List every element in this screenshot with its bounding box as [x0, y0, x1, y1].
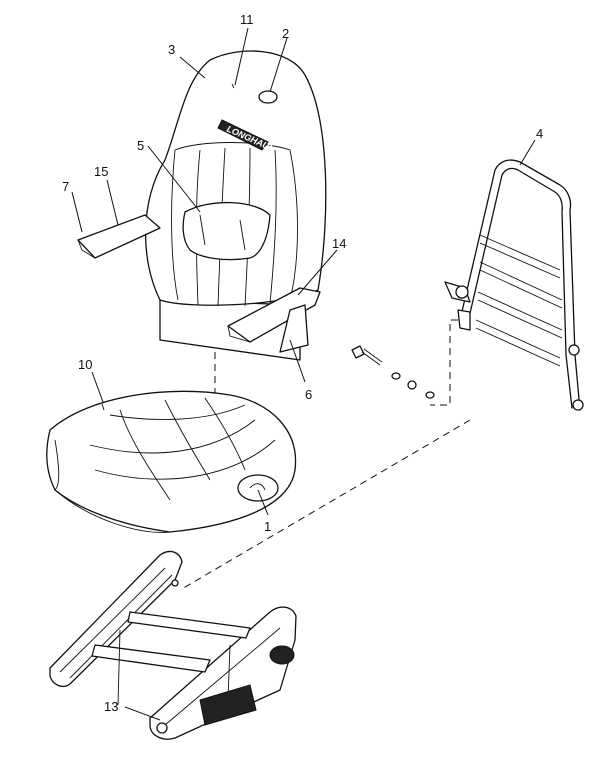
callout-1: 1 [264, 519, 271, 534]
backrest-frame [444, 159, 584, 411]
callout-13: 13 [104, 699, 118, 714]
callout-15: 15 [94, 164, 108, 179]
assembly-dashed-lines [179, 319, 471, 591]
right-armrest [227, 287, 321, 353]
callout-2: 2 [282, 26, 289, 41]
seat-backrest: LONGHAUL [144, 50, 327, 361]
callout-7: 7 [62, 179, 69, 194]
left-armrest [77, 214, 161, 259]
fastener-hardware [351, 345, 435, 399]
callout-labels: 11 2 3 4 5 15 7 14 10 6 1 13 [62, 12, 543, 714]
callout-3: 3 [168, 42, 175, 57]
callout-6: 6 [305, 387, 312, 402]
callout-14: 14 [332, 236, 346, 251]
callout-5: 5 [137, 138, 144, 153]
seat-base-frame [49, 550, 297, 740]
callout-4: 4 [536, 126, 543, 141]
callout-leaders [71, 27, 536, 721]
callout-10: 10 [78, 357, 92, 372]
seat-cushion [46, 390, 297, 533]
callout-11: 11 [240, 12, 254, 27]
